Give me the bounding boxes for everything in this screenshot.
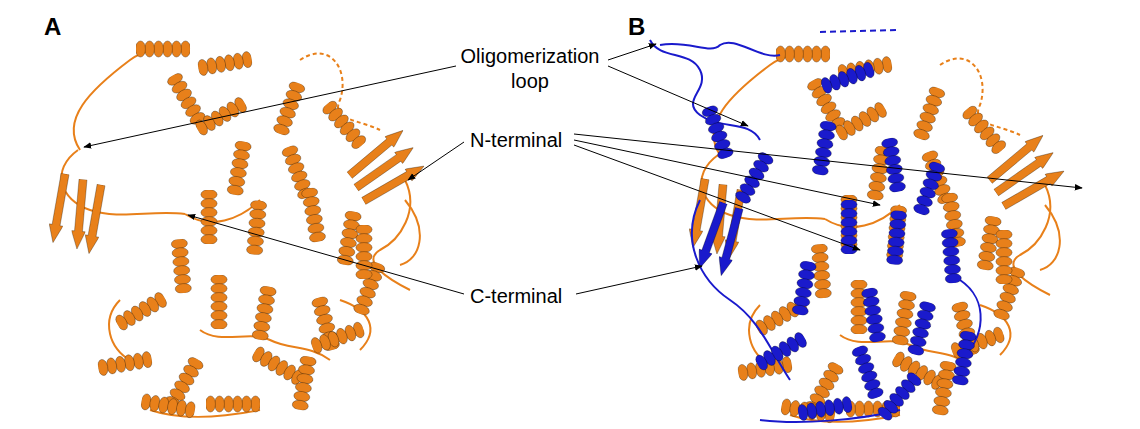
overlay-structure — [650, 30, 981, 423]
leader-line — [188, 215, 464, 294]
helix — [886, 210, 907, 266]
helix — [851, 344, 885, 401]
callout-label: N-terminal — [470, 128, 562, 153]
helix — [907, 300, 937, 357]
leader-lines — [84, 44, 1082, 294]
leader-line — [576, 266, 702, 294]
helix — [861, 287, 886, 344]
helix — [881, 137, 906, 194]
helix — [876, 370, 924, 422]
panel-letter: A — [44, 12, 61, 42]
helix — [951, 330, 976, 387]
leader-line — [84, 66, 456, 147]
loop — [660, 43, 780, 56]
leader-line — [574, 145, 860, 250]
helix — [791, 260, 816, 317]
loop — [820, 30, 900, 32]
callout-label: C-terminal — [470, 284, 562, 309]
helix — [912, 160, 946, 217]
leader-line — [574, 140, 880, 205]
panel-letter: B — [628, 12, 645, 42]
beta-strand — [714, 206, 746, 277]
loop — [650, 40, 760, 140]
helix — [701, 104, 735, 161]
helix — [811, 120, 836, 177]
helix — [819, 61, 876, 95]
helix — [797, 396, 854, 421]
protein-structure — [46, 41, 428, 419]
leader-line — [608, 66, 748, 126]
protein-structure — [686, 46, 1068, 424]
helix — [941, 228, 962, 284]
callout-label: Oligomerization loop — [445, 44, 615, 94]
leader-line — [408, 142, 464, 180]
helix — [753, 331, 809, 372]
leader-line — [574, 134, 1082, 188]
leader-line — [608, 44, 656, 60]
